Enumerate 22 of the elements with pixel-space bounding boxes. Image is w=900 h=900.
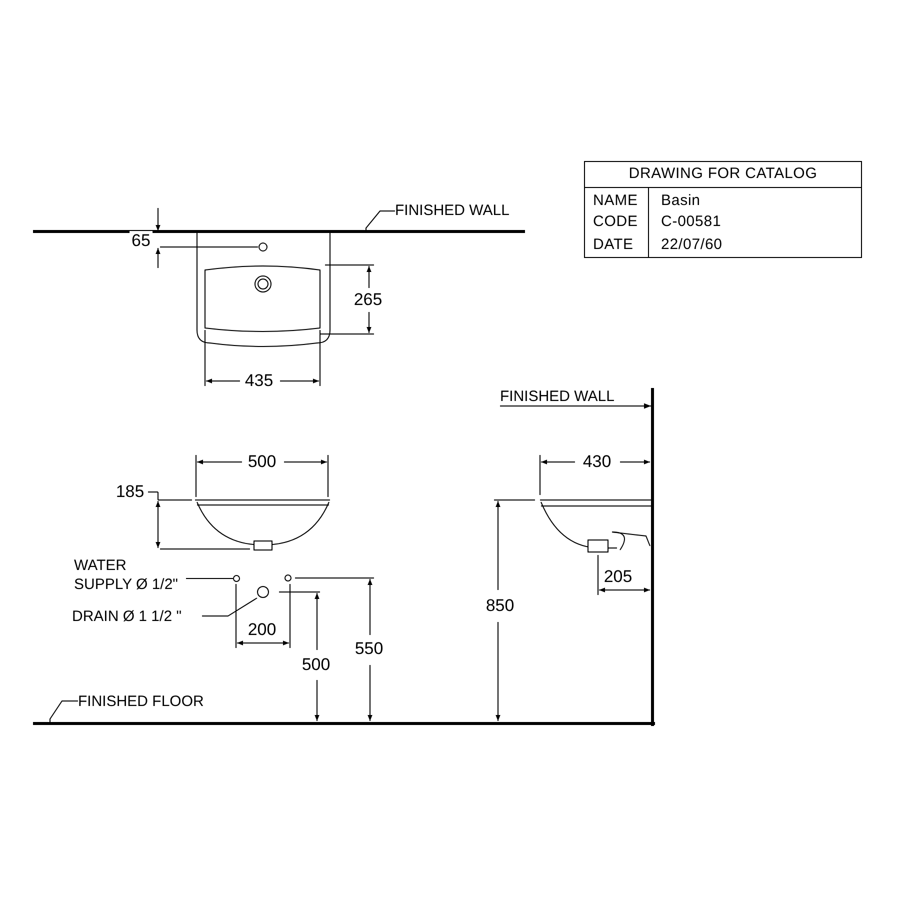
callout-text: DRAIN Ø 1 1/2 " — [72, 606, 183, 626]
callout-text: FINISHED WALL — [395, 200, 510, 220]
wall-line — [651, 388, 654, 726]
field-value: Basin — [661, 191, 700, 212]
field-label: NAME — [593, 191, 638, 212]
callout-text: WATER SUPPLY Ø 1/2" — [74, 556, 179, 594]
leader-line — [366, 210, 396, 230]
field-label: CODE — [593, 212, 638, 232]
callout-text: FINISHED WALL — [500, 386, 616, 406]
leader-line — [50, 700, 78, 722]
wall-line — [33, 722, 655, 725]
wall-line — [33, 230, 525, 233]
leader-line — [186, 578, 234, 579]
field-value: C-00581 — [661, 212, 722, 232]
callout-text: FINISHED FLOOR — [78, 692, 205, 710]
table-heading: DRAWING FOR CATALOG — [628, 164, 818, 184]
pipe-hole — [257, 586, 269, 598]
leader-line — [202, 598, 258, 616]
field-value: 22/07/60 — [661, 235, 722, 256]
field-label: DATE — [593, 235, 634, 256]
leader-arrow — [500, 403, 652, 409]
pipe-hole — [233, 575, 240, 582]
